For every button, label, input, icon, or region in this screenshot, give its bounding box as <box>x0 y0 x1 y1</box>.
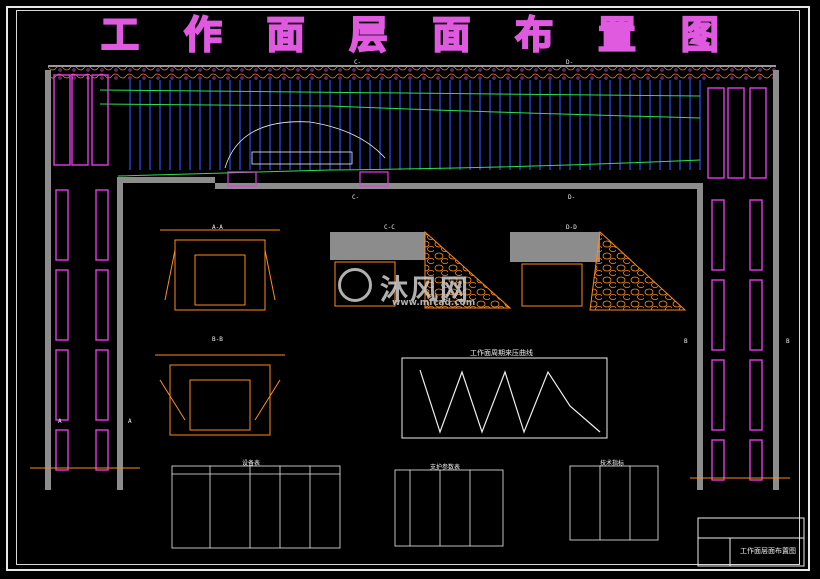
left-roadway-supports <box>53 74 109 471</box>
section-label-a2: A <box>128 418 132 425</box>
drawing-border-inner <box>16 10 800 565</box>
watermark-sub-text: www.mfcad.com <box>392 298 476 308</box>
title-char: 工 <box>100 13 140 57</box>
drawing-title: 工 作 面 层 面 布 置 图 <box>90 13 730 57</box>
section-label-b: B <box>684 338 688 345</box>
section-dd <box>510 230 687 311</box>
section-label-a: A <box>58 418 62 425</box>
watermark-logo-icon <box>338 268 372 302</box>
title-block <box>697 517 805 567</box>
section-label-c2: C- <box>352 194 360 201</box>
equipment-table <box>171 465 341 549</box>
section-label-d: D- <box>566 59 574 66</box>
section-label-d2: D- <box>568 194 576 201</box>
title-char: 布 <box>514 13 554 57</box>
drawing-border-outer <box>6 6 810 571</box>
title-char: 作 <box>183 13 223 57</box>
section-cc <box>330 230 512 309</box>
face-outline <box>117 177 703 490</box>
title-char: 层 <box>349 13 389 57</box>
title-block-text: 工作面层面布置图 <box>740 547 796 555</box>
view-label-aa: A-A <box>212 224 223 231</box>
title-char: 面 <box>431 13 471 57</box>
title-char: 面 <box>266 13 306 57</box>
table-title-mid: 支护参数表 <box>430 464 461 471</box>
shearer <box>251 151 353 165</box>
pressure-chart <box>401 357 608 439</box>
section-bb <box>155 354 285 436</box>
section-aa <box>160 229 280 311</box>
section-label-b2: B <box>786 338 790 345</box>
view-label-bb: B-B <box>212 336 223 343</box>
conveyor-lines <box>99 89 701 177</box>
right-roadway-supports <box>707 87 767 481</box>
gob-band <box>48 66 776 80</box>
watermark-main-text: 沐风网 <box>380 273 471 306</box>
table-title-left: 设备表 <box>242 460 261 467</box>
title-char: 图 <box>680 13 720 57</box>
title-char: 置 <box>597 13 637 57</box>
view-label-dd: D-D <box>566 224 577 231</box>
section-label-c: C- <box>354 59 362 66</box>
chart-caption: 工作面周期来压曲线 <box>470 349 533 357</box>
tech-index-table <box>569 465 659 541</box>
table-title-right: 技术指标 <box>600 460 625 467</box>
shearer-cut-line <box>224 121 386 169</box>
view-label-cc: C-C <box>384 224 395 231</box>
support-param-table <box>394 469 504 547</box>
watermark: 沐风网 www.mfcad.com <box>338 268 475 308</box>
